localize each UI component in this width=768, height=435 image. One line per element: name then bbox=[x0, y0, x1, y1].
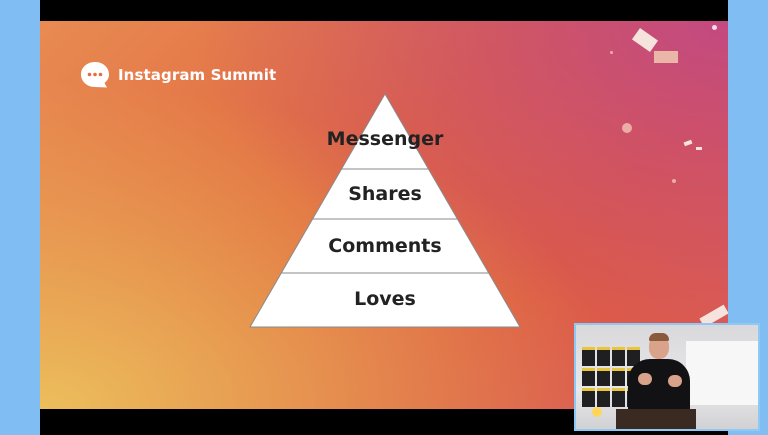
presenter-head bbox=[649, 335, 669, 359]
confetti-dot bbox=[610, 51, 613, 54]
speech-bubble-icon bbox=[81, 62, 109, 88]
confetti-piece bbox=[683, 139, 693, 147]
confetti-piece bbox=[696, 147, 702, 150]
confetti-dot bbox=[712, 25, 717, 30]
desk bbox=[616, 409, 696, 429]
pyramid-tier-shares: Shares bbox=[348, 183, 422, 205]
presenter-webcam bbox=[574, 323, 760, 431]
confetti-piece bbox=[631, 27, 659, 53]
lamp bbox=[592, 407, 602, 417]
pyramid-shape bbox=[249, 93, 521, 328]
confetti-dot bbox=[672, 179, 676, 183]
pyramid-diagram: Messenger Shares Comments Loves bbox=[249, 93, 521, 329]
brand-name: Instagram Summit bbox=[118, 66, 277, 84]
top-letterbox bbox=[40, 0, 728, 21]
presenter-hand-left bbox=[638, 373, 652, 385]
presenter-hair bbox=[649, 333, 669, 341]
presenter-hand-right bbox=[668, 375, 682, 387]
brand-logo: Instagram Summit bbox=[80, 61, 276, 89]
pyramid-tier-loves: Loves bbox=[354, 288, 416, 310]
confetti-dot bbox=[622, 123, 632, 133]
left-margin bbox=[0, 0, 40, 435]
pyramid-tier-comments: Comments bbox=[328, 235, 442, 257]
confetti-piece bbox=[654, 51, 678, 63]
pyramid-tier-messenger: Messenger bbox=[326, 128, 444, 150]
whiteboard bbox=[686, 341, 758, 405]
